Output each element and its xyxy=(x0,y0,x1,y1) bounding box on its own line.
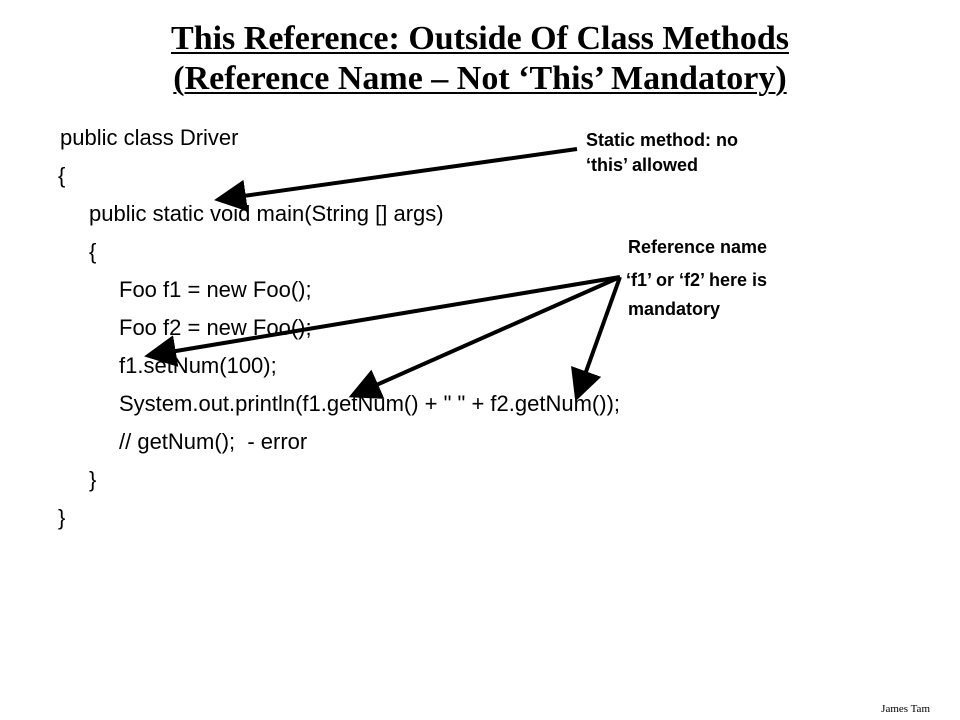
static-note-line-2: ‘this’ allowed xyxy=(586,155,699,175)
static-note-line-1: Static method: no xyxy=(586,130,738,150)
code-line-main-decl: public static void main(String [] args) xyxy=(89,201,444,226)
slide-title-line-1: This Reference: Outside Of Class Methods xyxy=(171,20,789,57)
arrow-to-f1-setnum-icon xyxy=(144,275,621,367)
reference-note-line-1: Reference name xyxy=(628,237,768,257)
code-line-f1-decl: Foo f1 = new Foo(); xyxy=(119,277,312,302)
code-line-close-brace: } xyxy=(58,505,66,530)
code-line-class-decl: public class Driver xyxy=(60,125,239,150)
author-footer: James Tam xyxy=(881,703,930,715)
code-line-main-close-brace: } xyxy=(89,467,97,492)
arrow-to-f1-getnum-icon xyxy=(348,275,621,399)
arrow-to-f2-getnum-icon xyxy=(571,276,622,402)
code-line-f2-decl: Foo f2 = new Foo(); xyxy=(119,315,312,340)
code-line-main-open-brace: { xyxy=(89,239,97,264)
code-line-comment: // getNum(); - error xyxy=(119,429,308,454)
code-line-open-brace: { xyxy=(58,163,66,188)
slide-title-line-2: (Reference Name – Not ‘This’ Mandatory) xyxy=(173,60,787,97)
reference-note-line-2: ‘f1’ or ‘f2’ here is xyxy=(626,270,768,290)
reference-note-line-3: mandatory xyxy=(628,299,721,319)
arrow-to-main-icon xyxy=(214,147,578,212)
